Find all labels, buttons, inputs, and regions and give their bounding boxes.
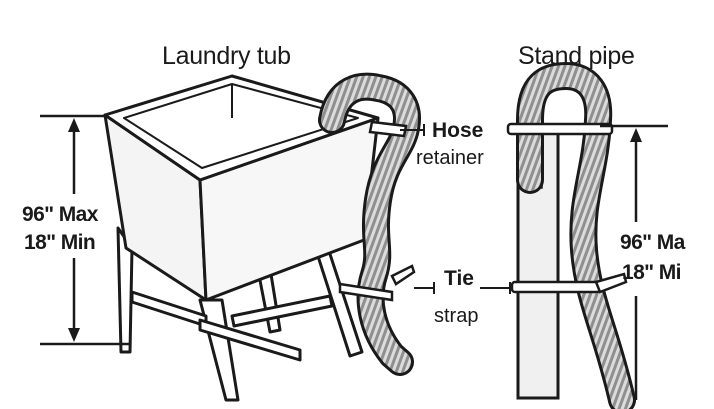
tie-label: Tie [444,267,474,290]
left-max-height-label: 96" Max [22,203,98,226]
right-max-height-label: 96" Ma [620,231,685,254]
stand-pipe-title: Stand pipe [518,42,635,70]
strap-label: strap [434,305,479,327]
retainer-label: retainer [416,147,484,169]
tub-rim-inner [123,83,359,169]
hose-retainer-standpipe [506,122,614,136]
left-min-height-label: 18" Min [24,231,96,254]
hose-label: Hose [432,119,484,142]
callout-leaders [400,124,511,294]
right-min-height-label: 18" Mi [622,261,681,284]
right-height-dimension [600,124,668,400]
laundry-tub-title: Laundry tub [162,42,291,70]
standpipe-drain-hose [516,61,636,409]
tie-strap-standpipe [510,272,628,294]
laundry-tub [103,74,380,402]
left-height-dimension [40,114,130,346]
tie-strap-tub [338,264,416,302]
tub-stretchers [130,290,334,362]
hose-retainer-clip-tub [368,120,408,138]
